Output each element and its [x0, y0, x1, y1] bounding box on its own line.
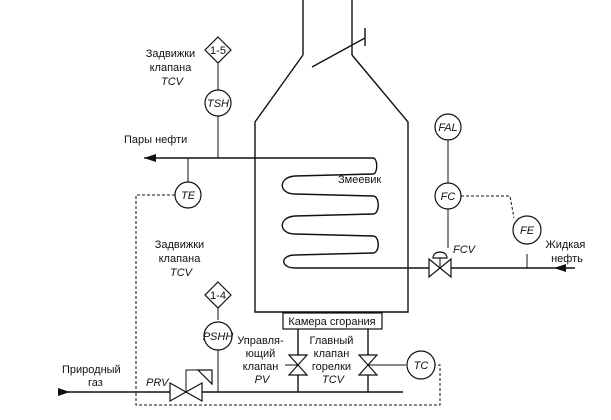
fal-instrument: FAL — [434, 113, 462, 141]
coil — [160, 157, 530, 269]
natural-gas-arrow — [58, 388, 70, 396]
fcv-tag: FCV — [453, 244, 477, 256]
control-valve-label: Управля- ющий клапан PV — [237, 335, 286, 386]
combustion-chamber-label: Камера сгорания — [288, 316, 375, 328]
fcv-valve[interactable] — [428, 251, 452, 279]
natural-gas-label: Природный газ — [62, 364, 124, 389]
fe-label: FE — [520, 225, 535, 237]
fal-label: FAL — [438, 122, 457, 134]
main-burner-valve[interactable] — [357, 354, 406, 376]
pshh-label: PSHH — [203, 331, 234, 343]
tc-label: TC — [414, 360, 429, 372]
te-label: TE — [181, 190, 196, 202]
liquid-oil-label: Жидкая нефть — [546, 239, 589, 265]
tsh-label: TSH — [207, 98, 229, 110]
diamond-1-4-label: 1-4 — [210, 290, 226, 302]
oil-vapors-label: Пары нефти — [124, 134, 187, 146]
diamond-1-5-label: 1-5 — [210, 45, 226, 57]
prv-valve[interactable] — [169, 369, 213, 403]
tsh-instrument: TSH — [204, 89, 232, 117]
fe-instrument: FE — [512, 215, 542, 245]
fc-instrument: FC — [434, 182, 462, 210]
pshh-instrument: PSHH — [203, 321, 234, 351]
tc-instrument: TC — [406, 350, 436, 380]
te-instrument: TE — [174, 181, 202, 209]
valves-top-label: Задвижки клапана TCV — [146, 48, 199, 88]
control-valve-pv[interactable] — [285, 354, 309, 376]
heater-vessel — [254, 0, 409, 313]
fc-label: FC — [441, 191, 456, 203]
stack-damper — [311, 28, 366, 68]
coil-label: Змеевик — [338, 174, 381, 186]
combustion-chamber — [282, 312, 383, 330]
valves-mid-label: Задвижки клапана TCV — [155, 239, 208, 279]
diamond-1-4: 1-4 — [204, 281, 232, 309]
prv-tag: PRV — [146, 377, 170, 389]
diamond-1-5: 1-5 — [204, 36, 232, 64]
liquid-oil-arrow — [554, 264, 566, 272]
main-burner-valve-label: Главный клапан горелки TCV — [310, 335, 357, 386]
